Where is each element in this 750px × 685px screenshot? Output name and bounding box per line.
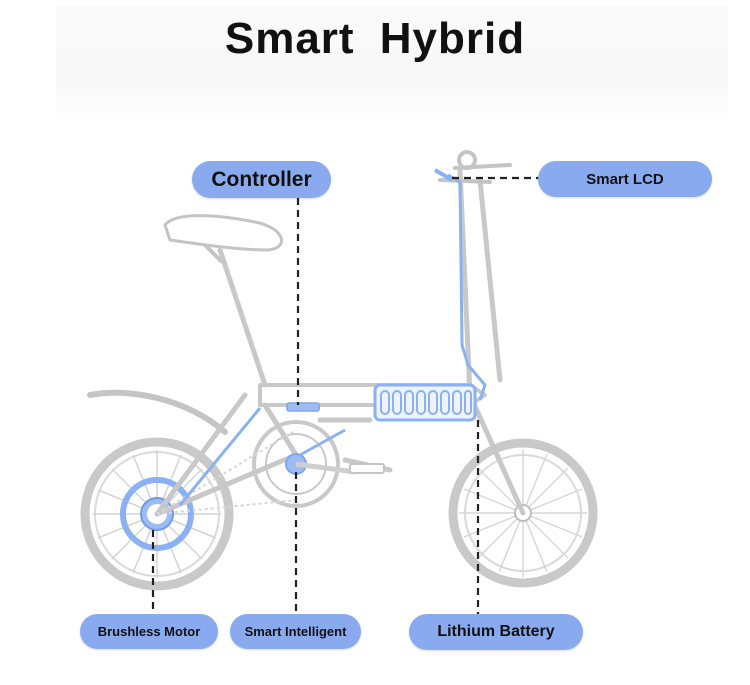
lithium-battery-label: Lithium Battery: [409, 614, 583, 650]
brushless-motor-label: Brushless Motor: [80, 614, 218, 649]
title-background: [56, 6, 728, 124]
controller-module: [286, 402, 320, 412]
chain: [156, 429, 297, 515]
smart-lcd-label: Smart LCD: [538, 161, 712, 197]
smart-intelligent-label: Smart Intelligent: [230, 614, 361, 649]
rear-fender: [87, 389, 228, 435]
chainring: [252, 420, 385, 508]
seat: [163, 214, 283, 264]
page-title: Smart Hybrid: [224, 14, 526, 63]
battery-pack: [373, 383, 477, 422]
controller-label: Controller: [192, 161, 331, 198]
leader-lines: [151, 176, 540, 614]
handlebar: [438, 150, 512, 184]
